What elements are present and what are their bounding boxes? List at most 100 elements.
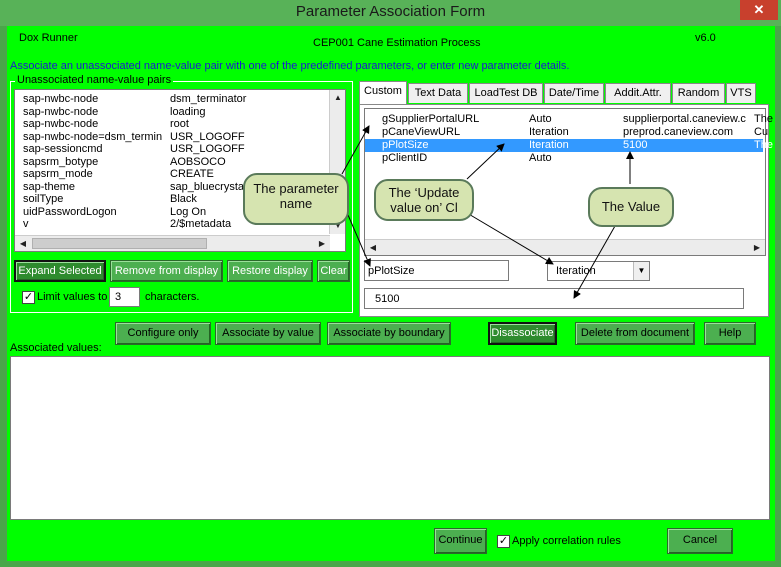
chevron-down-icon[interactable]: ▼ — [633, 262, 649, 280]
param-value: 5100 — [623, 139, 648, 151]
limit-values-checkbox[interactable]: ✓ — [22, 291, 35, 304]
delete-from-document-button[interactable]: Delete from document — [575, 322, 695, 345]
associate-by-value-button[interactable]: Associate by value — [215, 322, 321, 345]
pair-name: soilType — [23, 193, 64, 205]
pair-value: USR_LOGOFF — [170, 143, 245, 155]
param-update: Iteration — [529, 139, 569, 151]
pair-name: sapsrm_botype — [23, 155, 99, 168]
callout-update-value-on: The ‘Update value on’ Cl — [374, 179, 474, 221]
associate-by-boundary-button[interactable]: Associate by boundary — [327, 322, 451, 345]
parameter-value-input[interactable]: 5100 — [364, 288, 744, 309]
list-item[interactable]: sapsrm_botype AOBSOCO — [15, 156, 315, 169]
scroll-right-icon[interactable]: ▶ — [753, 243, 761, 252]
pair-name: sap-nwbc-node — [23, 105, 99, 118]
param-update: Auto — [529, 152, 552, 164]
tab-custom[interactable]: Custom — [359, 81, 407, 104]
callout-the-value: The Value — [588, 187, 674, 227]
pair-value: sap_bluecrystal — [170, 180, 247, 193]
update-list-arrow — [466, 143, 505, 180]
limit-values-input[interactable]: 3 — [109, 287, 140, 307]
parameter-tabs: Custom Text Data LoadTest DB Date/Time A… — [359, 81, 767, 105]
unassociated-scroll-thumb[interactable] — [32, 238, 207, 249]
expand-selected-button[interactable]: Expand Selected — [14, 260, 106, 282]
scroll-right-icon[interactable]: ▶ — [318, 239, 326, 248]
process-name: CEP001 Cane Estimation Process — [313, 37, 481, 49]
pair-name: v — [23, 218, 29, 230]
parameter-name-input[interactable]: pPlotSize — [364, 260, 509, 281]
disassociate-button[interactable]: Disassociate — [488, 322, 557, 345]
continue-button[interactable]: Continue — [434, 528, 487, 554]
scroll-down-icon[interactable]: ▼ — [334, 221, 342, 230]
list-item[interactable]: sapsrm_mode CREATE — [15, 168, 315, 181]
close-button[interactable]: ✕ — [740, 0, 778, 20]
pair-value: USR_LOGOFF — [170, 130, 245, 143]
tab-random[interactable]: Random — [672, 83, 725, 103]
pair-value: AOBSOCO — [170, 155, 226, 168]
callout-parameter-name: The parameter name — [243, 173, 349, 225]
tab-vts[interactable]: VTS — [726, 83, 756, 103]
apply-correlation-checkbox[interactable]: ✓ — [497, 535, 510, 548]
list-item[interactable]: sap-nwbc-node dsm_terminator — [15, 93, 315, 106]
param-extra: The — [754, 113, 773, 125]
form-client-area: Dox Runner CEP001 Cane Estimation Proces… — [7, 26, 775, 561]
tab-text-data[interactable]: Text Data — [408, 83, 468, 103]
param-name: pClientID — [382, 152, 428, 164]
restore-display-button[interactable]: Restore display — [227, 260, 313, 282]
unassociated-horizontal-scrollbar[interactable]: ◀ ▶ — [15, 235, 330, 251]
list-item[interactable]: sap-sessioncmd USR_LOGOFF — [15, 143, 315, 156]
window-title: Parameter Association Form — [295, 3, 486, 20]
list-item[interactable]: soilType Black — [15, 193, 315, 206]
update-value-on-selected: Iteration — [556, 265, 596, 277]
configure-only-button[interactable]: Configure only — [115, 322, 211, 345]
update-value-on-select[interactable]: Iteration ▼ — [547, 261, 650, 281]
param-extra: Cu — [754, 126, 769, 138]
scroll-left-icon[interactable]: ◀ — [369, 243, 377, 252]
list-item[interactable]: v 2/$metadata — [15, 218, 315, 231]
unassociated-group-title: Unassociated name-value pairs — [15, 74, 174, 86]
tab-addit-attr[interactable]: Addit.Attr. — [605, 83, 671, 103]
table-row[interactable]: pClientID Auto — [365, 152, 763, 165]
param-name: pPlotSize — [382, 139, 429, 151]
apply-correlation-label: Apply correlation rules — [512, 535, 621, 547]
app-name: Dox Runner — [19, 32, 78, 44]
pair-value: 2/$metadata — [170, 218, 232, 230]
pair-name: sap-nwbc-node — [23, 93, 99, 105]
associated-values-list[interactable] — [10, 356, 770, 520]
tab-date-time[interactable]: Date/Time — [544, 83, 604, 103]
param-name: pCaneViewURL — [382, 126, 461, 138]
pair-value: CREATE — [170, 168, 214, 180]
pair-value: Log On — [170, 205, 207, 218]
pair-value: root — [170, 118, 189, 130]
remove-from-display-button[interactable]: Remove from display — [110, 260, 223, 282]
tab-loadtest-db[interactable]: LoadTest DB — [469, 83, 543, 103]
parameter-horizontal-scrollbar[interactable]: ◀ ▶ — [365, 239, 765, 255]
list-item[interactable]: sap-nwbc-node loading — [15, 106, 315, 119]
pair-value: Black — [170, 193, 197, 205]
pair-value: dsm_terminator — [170, 93, 247, 105]
cancel-button[interactable]: Cancel — [667, 528, 733, 554]
instruction-text: Associate an unassociated name-value pai… — [10, 60, 570, 72]
pair-name: sap-sessioncmd — [23, 143, 103, 155]
limit-values-label: Limit values to — [37, 291, 108, 303]
pair-name: sapsrm_mode — [23, 168, 93, 180]
version-label: v6.0 — [695, 32, 716, 44]
param-update: Iteration — [529, 126, 569, 138]
scroll-up-icon[interactable]: ▲ — [334, 93, 342, 102]
scroll-left-icon[interactable]: ◀ — [19, 239, 27, 248]
param-name: gSupplierPortalURL — [382, 113, 480, 125]
clear-button[interactable]: Clear — [317, 260, 350, 282]
value-input-arrow — [573, 225, 616, 299]
help-button[interactable]: Help — [704, 322, 756, 345]
name-list-arrow — [341, 125, 370, 175]
unassociated-group: Unassociated name-value pairs — [10, 74, 353, 313]
pair-value: loading — [170, 105, 206, 118]
